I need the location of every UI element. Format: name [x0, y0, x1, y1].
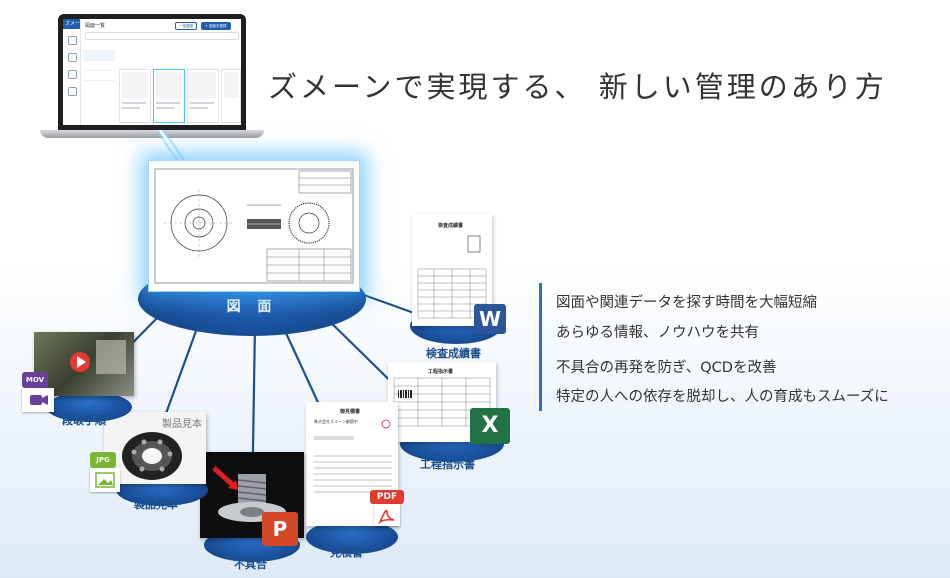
- register-drawing-button[interactable]: + 図面を登録: [201, 22, 231, 30]
- app-logo: ズメーン: [63, 19, 85, 29]
- product-sample-photo[interactable]: 製品見本: [104, 412, 206, 484]
- app-search-input[interactable]: [85, 32, 239, 40]
- benefit-4: 特定の人への依存を脱却し、人の育成もスムーズに: [556, 389, 889, 405]
- list-item[interactable]: [83, 71, 115, 81]
- bulk-register-button[interactable]: 一括登録: [175, 22, 197, 30]
- video-file-icon: [22, 388, 54, 412]
- list-item[interactable]: [83, 41, 115, 51]
- benefit-2: あらゆる情報、ノウハウを共有: [556, 325, 759, 341]
- technical-drawing: [154, 168, 354, 284]
- laptop-display: ズメーン 図面一覧 一括登録 + 図面を登録: [63, 19, 241, 125]
- ppt-icon: P: [262, 512, 298, 546]
- acrobat-icon: [374, 504, 400, 526]
- play-icon: [77, 356, 86, 368]
- bolt-image: [212, 466, 286, 522]
- drawings-icon[interactable]: [68, 36, 77, 45]
- benefit-1: 図面や関連データを探す時間を大幅短縮: [556, 295, 817, 311]
- drawing-card-selected[interactable]: [153, 69, 185, 123]
- bearing-image: [122, 432, 182, 480]
- acrobat-symbol: [378, 509, 395, 525]
- jpg-badge: JPG: [90, 452, 116, 468]
- video-frame: [70, 340, 126, 374]
- line-sample: [158, 319, 202, 431]
- app-sidebar: ズメーン: [63, 19, 85, 125]
- app-page-title: 図面一覧: [85, 23, 106, 29]
- laptop-base: [40, 130, 264, 138]
- tag-icon[interactable]: [68, 70, 77, 79]
- benefits-accent-bar: [539, 283, 542, 411]
- app-folder-list: [83, 41, 115, 121]
- benefit-3: 不具合の再発を防ぎ、QCDを改善: [556, 360, 777, 376]
- drawing-card[interactable]: [221, 69, 241, 123]
- process-label: 工程指示書: [420, 458, 475, 471]
- mov-badge: MOV: [22, 372, 48, 388]
- drawing-card[interactable]: [119, 69, 151, 123]
- inspection-table: [417, 235, 487, 319]
- pdf-icon: PDF: [370, 490, 404, 504]
- picture-icon: [95, 472, 115, 488]
- list-item[interactable]: [83, 51, 115, 61]
- word-icon: W: [474, 304, 506, 334]
- main-drawing[interactable]: [148, 160, 360, 292]
- list-item[interactable]: [83, 61, 115, 71]
- process-instruction-doc[interactable]: 工程指示書: [388, 362, 496, 442]
- drawing-label: 図 面: [226, 299, 278, 315]
- setup-base-disc: [46, 392, 132, 422]
- estimate-label: 見積書: [330, 546, 363, 559]
- sample-label: 製品見本: [134, 498, 178, 511]
- gear-icon[interactable]: [68, 87, 77, 96]
- inspection-label: 検査成績書: [426, 347, 481, 360]
- excel-icon: X: [470, 408, 510, 444]
- headline: ズメーンで実現する、 新しい管理のあり方: [268, 70, 887, 104]
- image-file-icon: [90, 468, 120, 492]
- folder-icon[interactable]: [68, 53, 77, 62]
- drawing-card[interactable]: [187, 69, 219, 123]
- setup-video[interactable]: [34, 332, 134, 396]
- defect-label: 不具合: [234, 558, 267, 571]
- setup-label: 段取手順: [62, 414, 106, 427]
- camera-icon: [30, 395, 48, 405]
